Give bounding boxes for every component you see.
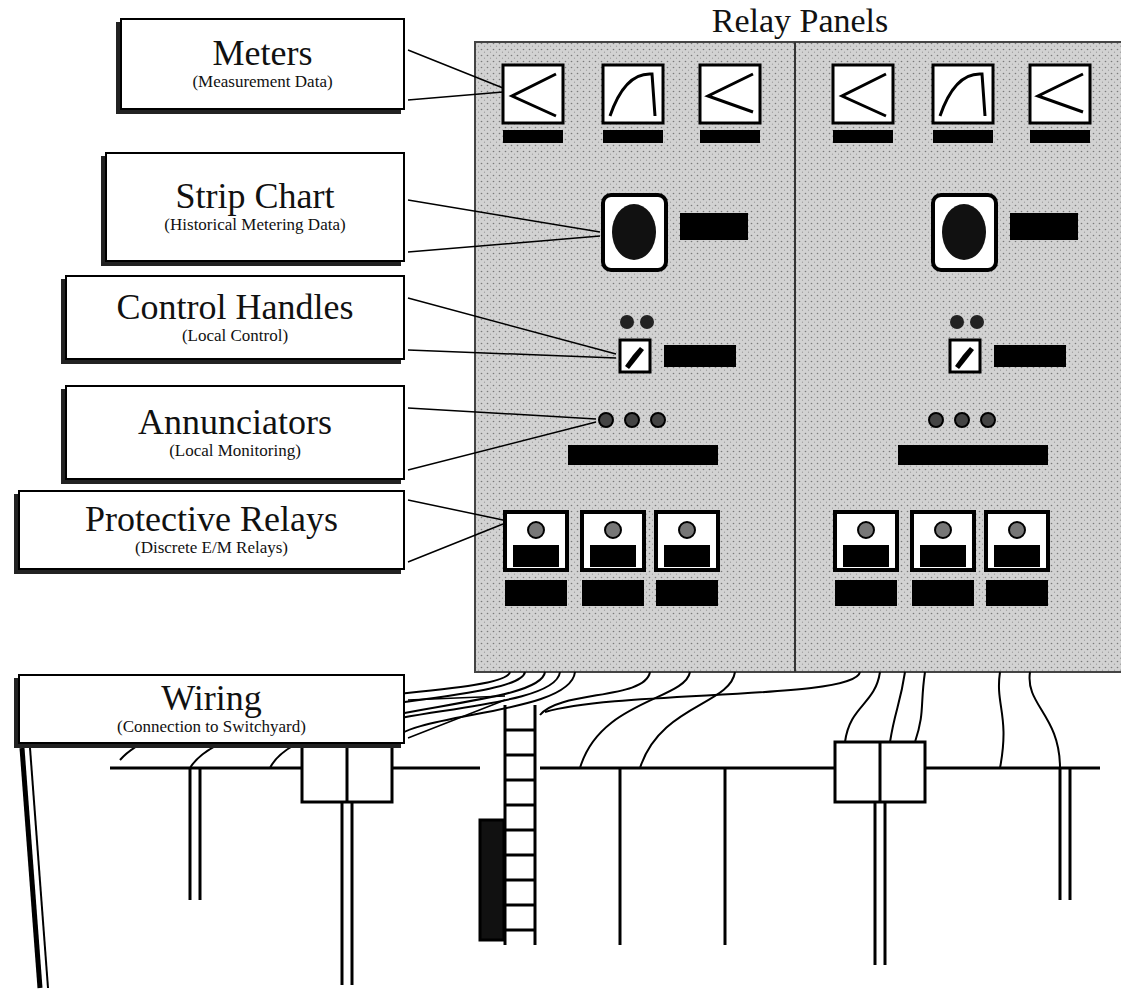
callout-box: Wiring(Connection to Switchyard) bbox=[18, 674, 405, 744]
callout-subtitle: (Discrete E/M Relays) bbox=[135, 538, 288, 558]
diagram-title: Relay Panels bbox=[600, 2, 1000, 39]
callout-heading: Meters bbox=[213, 35, 313, 72]
callout-subtitle: (Historical Metering Data) bbox=[164, 215, 345, 235]
switchyard bbox=[22, 705, 1100, 988]
callout-heading: Wiring bbox=[161, 680, 262, 717]
callout-heading: Control Handles bbox=[117, 289, 354, 326]
callout-box: Control Handles(Local Control) bbox=[65, 275, 405, 360]
callout-box: Protective Relays(Discrete E/M Relays) bbox=[18, 490, 405, 570]
callout-heading: Strip Chart bbox=[176, 178, 335, 215]
leader-lines bbox=[408, 50, 616, 738]
callout-heading: Annunciators bbox=[138, 404, 332, 441]
callout-subtitle: (Measurement Data) bbox=[192, 72, 332, 92]
callout-subtitle: (Local Control) bbox=[182, 326, 288, 346]
left-panel-devices bbox=[503, 65, 760, 606]
callout-heading: Protective Relays bbox=[85, 501, 338, 538]
callout-box: Strip Chart(Historical Metering Data) bbox=[105, 152, 405, 262]
callout-box: Annunciators(Local Monitoring) bbox=[65, 385, 405, 480]
callout-subtitle: (Local Monitoring) bbox=[169, 441, 301, 461]
callout-subtitle: (Connection to Switchyard) bbox=[117, 717, 306, 737]
panel-divider bbox=[794, 42, 796, 672]
right-panel-devices bbox=[833, 65, 1090, 606]
callout-box: Meters(Measurement Data) bbox=[120, 18, 405, 110]
